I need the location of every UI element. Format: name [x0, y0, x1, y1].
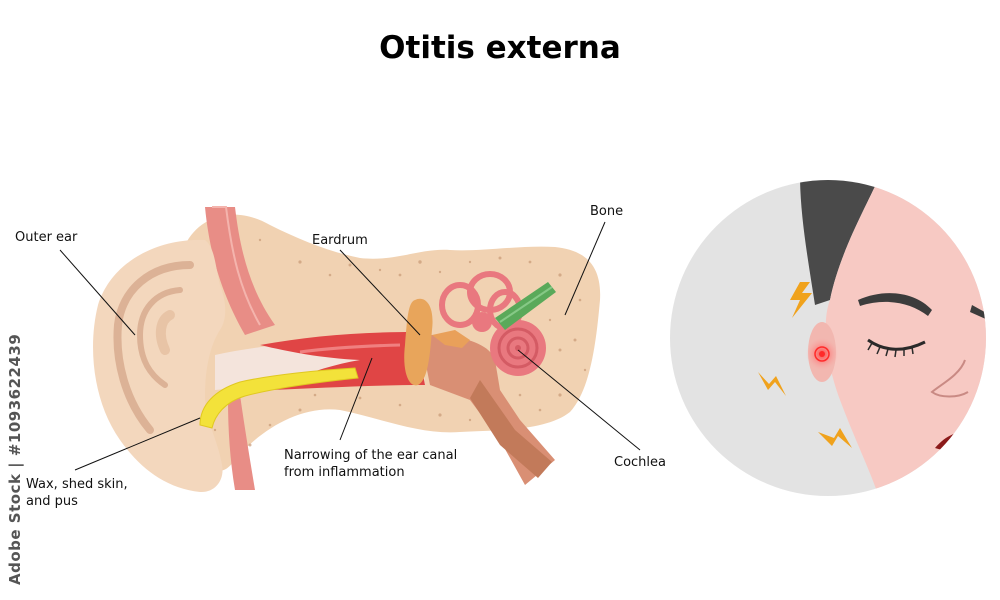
bolt-icon [818, 428, 852, 448]
label-bone: Bone [590, 204, 624, 219]
label-narrowing: Narrowing of the ear canal from inflamma… [284, 447, 457, 481]
nose [930, 359, 969, 398]
label-narrowing-line-2: from inflammation [284, 465, 405, 480]
cochlea-shape [490, 320, 546, 376]
upper-muscle [205, 207, 275, 335]
label-narrowing-line-1: Narrowing of the ear canal [284, 448, 458, 463]
stock-watermark: Adobe Stock | #1093622439 [6, 333, 24, 585]
label-wax-line-2: and pus [26, 494, 78, 509]
ossicles [432, 330, 470, 348]
diagram-title: Otitis externa [379, 30, 621, 66]
closed-eye [867, 338, 926, 351]
face-skin [825, 180, 986, 496]
label-wax: Wax, shed skin, and pus [26, 476, 128, 510]
label-outer-ear: Outer ear [15, 230, 78, 245]
lower-muscle [228, 395, 255, 490]
eardrum-shape [404, 298, 433, 386]
pain-bolts [758, 282, 852, 448]
face [800, 180, 986, 496]
label-wax-line-1: Wax, shed skin, [26, 477, 128, 492]
bolt-icon [758, 372, 786, 396]
label-cochlea: Cochlea [614, 455, 666, 470]
eustachian-tube [470, 380, 552, 478]
wax [199, 367, 359, 429]
hair [800, 180, 880, 305]
eyebrow [858, 293, 932, 316]
leader-lines [59, 221, 641, 471]
label-eardrum: Eardrum [312, 233, 368, 248]
bolt-icon [790, 282, 812, 318]
